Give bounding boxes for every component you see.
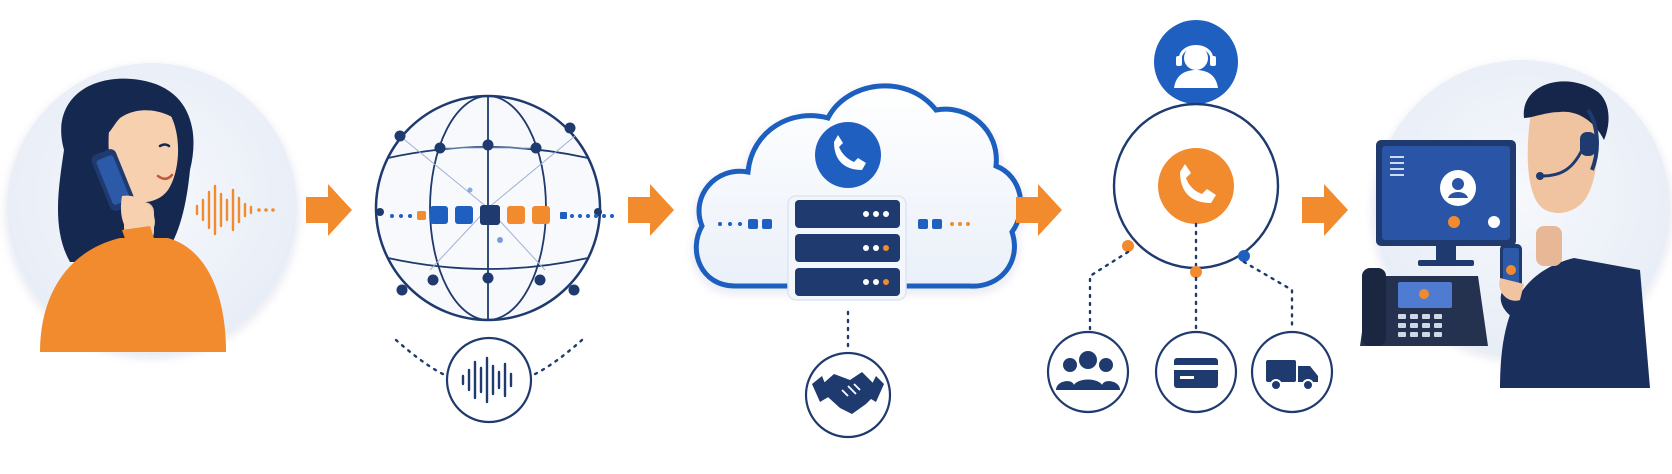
cloud-server-icon xyxy=(693,83,1024,301)
arrow-4 xyxy=(1302,184,1348,236)
agent-with-headset xyxy=(1499,81,1650,388)
team-icon xyxy=(1046,330,1130,414)
payment-card-icon xyxy=(1154,330,1238,414)
arrow-1 xyxy=(306,184,352,236)
phone-icon xyxy=(1180,164,1216,203)
wave-dots xyxy=(257,208,275,212)
desk-phone-icon xyxy=(1360,268,1488,346)
globe-sub xyxy=(394,336,584,424)
delivery-truck-icon xyxy=(1250,330,1334,414)
sound-wave-icon xyxy=(461,356,513,404)
phone-icon xyxy=(834,135,866,170)
agent-scene xyxy=(1360,60,1670,388)
cloud-sub xyxy=(804,310,892,439)
handshake-icon xyxy=(812,372,884,414)
data-packets xyxy=(390,205,614,225)
monitor-icon xyxy=(1376,140,1516,266)
sound-wave-icon xyxy=(195,184,253,236)
globe-network-icon xyxy=(374,94,614,322)
server-stack xyxy=(787,195,907,301)
call-routing-hub-icon xyxy=(1046,20,1334,414)
arrow-2 xyxy=(628,184,674,236)
arrow-3 xyxy=(1016,184,1062,236)
caller-scene xyxy=(7,63,297,353)
woman-on-phone xyxy=(40,78,226,352)
